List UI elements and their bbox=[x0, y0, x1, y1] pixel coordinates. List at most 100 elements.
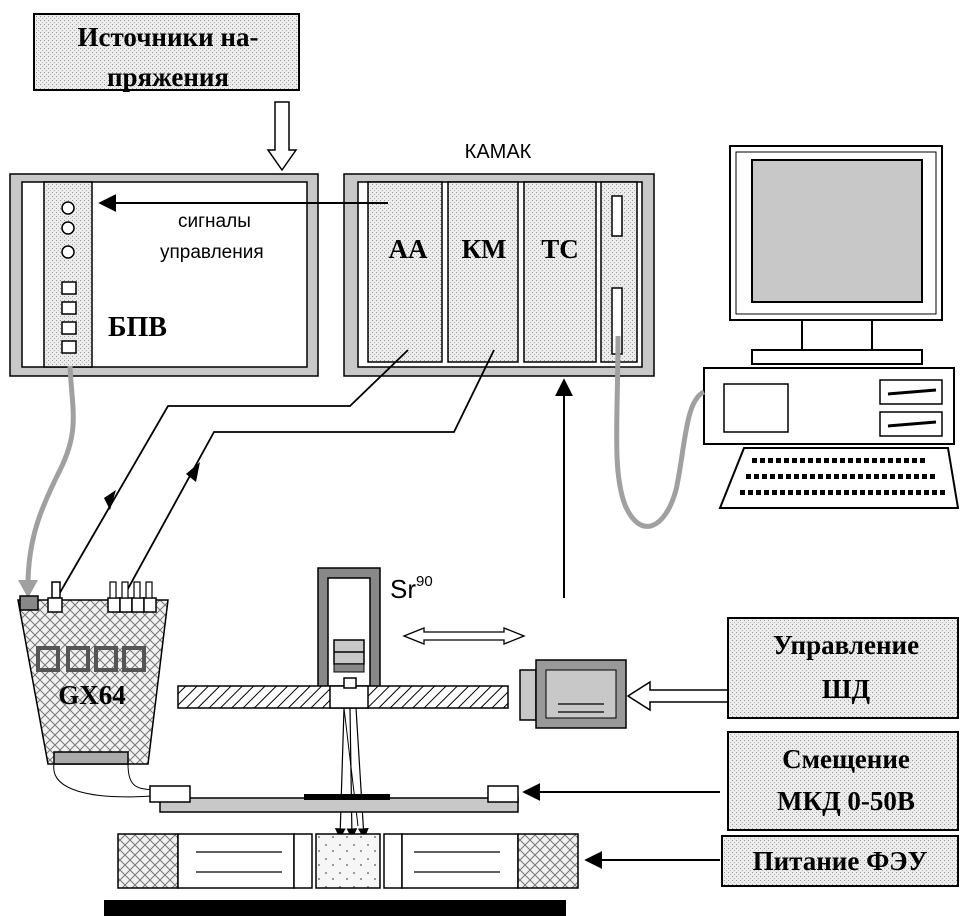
keyboard-key bbox=[764, 490, 769, 495]
stepper-control-label-2: ШД bbox=[822, 674, 871, 704]
keyboard-key bbox=[748, 490, 753, 495]
keyboard-key bbox=[752, 458, 757, 463]
keyboard-key bbox=[756, 490, 761, 495]
base-bar bbox=[104, 900, 566, 916]
keyboard-key bbox=[906, 474, 911, 479]
module-km-label: КМ bbox=[461, 234, 506, 264]
keyboard-key bbox=[882, 474, 887, 479]
keyboard-key bbox=[914, 474, 919, 479]
sr90-source: Sr90 bbox=[317, 567, 433, 689]
keyboard-key bbox=[834, 474, 839, 479]
voltage-sources-box: Источники на- пряжения bbox=[33, 13, 300, 92]
keyboard-key bbox=[924, 490, 929, 495]
keyboard-key bbox=[892, 490, 897, 495]
keyboard-key bbox=[776, 458, 781, 463]
keyboard-key bbox=[856, 458, 861, 463]
keyboard-key bbox=[920, 458, 925, 463]
keyboard-key bbox=[908, 490, 913, 495]
keyboard-key bbox=[746, 474, 751, 479]
pmt-assembly bbox=[117, 833, 579, 889]
indicator-circle-icon bbox=[61, 221, 75, 235]
connector-square-icon bbox=[61, 321, 77, 335]
keyboard-key bbox=[772, 490, 777, 495]
detector-board bbox=[149, 785, 519, 813]
connector-square-icon bbox=[61, 301, 77, 315]
keyboard-key bbox=[904, 458, 909, 463]
stepper-control-hollow-arrow bbox=[626, 680, 745, 712]
keyboard-key bbox=[768, 458, 773, 463]
source-label-base: Sr bbox=[390, 574, 416, 604]
bpv-label: БПВ bbox=[108, 312, 167, 343]
module-tc-label: ТС bbox=[541, 234, 579, 264]
keyboard-key bbox=[796, 490, 801, 495]
keyboard-key bbox=[812, 490, 817, 495]
keyboard-key bbox=[898, 474, 903, 479]
keyboard-key bbox=[844, 490, 849, 495]
camac-computer-cable bbox=[614, 335, 706, 529]
keyboard-key bbox=[868, 490, 873, 495]
bias-label-1: Смещение bbox=[782, 744, 910, 774]
keyboard-key bbox=[884, 490, 889, 495]
keyboard-key bbox=[940, 490, 945, 495]
keyboard-key bbox=[828, 490, 833, 495]
stepper-control-label-1: Управление bbox=[773, 630, 919, 660]
keyboard-key bbox=[896, 458, 901, 463]
voltage-sources-label-1: Источники на- bbox=[78, 22, 259, 52]
keyboard-keys bbox=[740, 458, 945, 495]
chip-detector-wire bbox=[127, 763, 153, 791]
keyboard-key bbox=[824, 458, 829, 463]
keyboard-key bbox=[922, 474, 927, 479]
keyboard-key bbox=[880, 458, 885, 463]
keyboard-key bbox=[800, 458, 805, 463]
keyboard-key bbox=[848, 458, 853, 463]
keyboard-key bbox=[788, 490, 793, 495]
voltage-sources-label-2: пряжения bbox=[107, 62, 229, 92]
keyboard-key bbox=[866, 474, 871, 479]
camac-label: КАМАК bbox=[465, 141, 532, 163]
connector-square-icon bbox=[61, 281, 77, 295]
stepper-motor bbox=[519, 659, 627, 729]
keyboard-key bbox=[858, 474, 863, 479]
keyboard-key bbox=[860, 490, 865, 495]
keyboard-key bbox=[888, 458, 893, 463]
keyboard-key bbox=[802, 474, 807, 479]
keyboard-key bbox=[804, 490, 809, 495]
gx64-board: GX64 bbox=[17, 581, 169, 765]
source-label: Sr90 bbox=[390, 573, 433, 604]
scintillator bbox=[315, 833, 381, 889]
signal-line-chip-to-km bbox=[123, 349, 495, 597]
indicator-circle-icon bbox=[61, 201, 75, 215]
keyboard-key bbox=[820, 490, 825, 495]
keyboard-key bbox=[810, 474, 815, 479]
keyboard-key bbox=[780, 490, 785, 495]
indicator-circle-icon bbox=[61, 245, 75, 259]
keyboard-key bbox=[826, 474, 831, 479]
keyboard-key bbox=[916, 490, 921, 495]
module-aa-label: АА bbox=[389, 234, 428, 264]
movement-double-arrow bbox=[402, 627, 526, 645]
keyboard-key bbox=[784, 458, 789, 463]
source-label-superscript: 90 bbox=[416, 573, 433, 590]
keyboard-key bbox=[900, 490, 905, 495]
keyboard-key bbox=[912, 458, 917, 463]
pmt-power-label: Питание ФЭУ bbox=[753, 846, 928, 876]
keyboard-key bbox=[842, 474, 847, 479]
keyboard-key bbox=[832, 458, 837, 463]
keyboard-key bbox=[864, 458, 869, 463]
keyboard-key bbox=[786, 474, 791, 479]
control-signals-label-1: сигналы bbox=[178, 211, 251, 232]
connector-square-icon bbox=[61, 340, 77, 354]
keyboard-key bbox=[872, 458, 877, 463]
keyboard-key bbox=[876, 490, 881, 495]
keyboard-key bbox=[740, 490, 745, 495]
bpv-gx64-cable bbox=[25, 365, 76, 587]
monitor-screen bbox=[751, 159, 923, 303]
keyboard-key bbox=[754, 474, 759, 479]
keyboard-key bbox=[930, 474, 935, 479]
beta-rays bbox=[334, 707, 369, 840]
bias-label-2: МКД 0-50В bbox=[777, 786, 915, 816]
control-signals-label-2: управления bbox=[160, 242, 264, 263]
supply-hollow-arrow bbox=[266, 101, 298, 172]
bias-box: Смещение МКД 0-50В bbox=[727, 731, 959, 831]
keyboard-key bbox=[778, 474, 783, 479]
